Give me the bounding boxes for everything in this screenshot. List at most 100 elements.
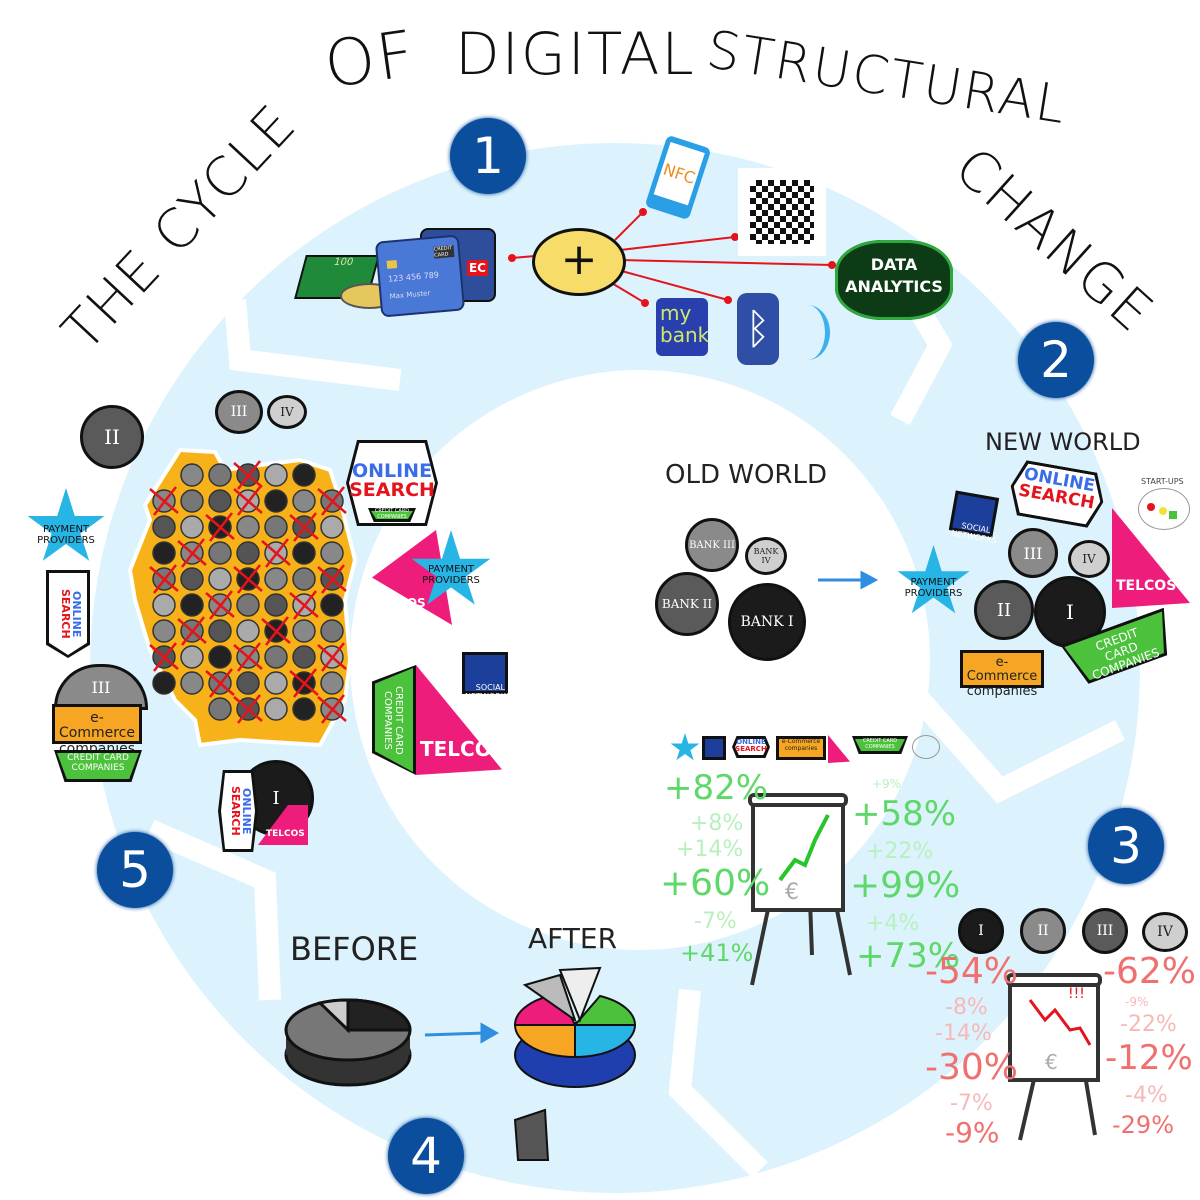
bank-branch-dot xyxy=(208,489,232,513)
closed-branch-cross xyxy=(205,590,235,620)
mybank-bank: bank xyxy=(660,323,710,347)
euro-symbol-decline: € xyxy=(1045,1050,1058,1074)
loss-54: -54% xyxy=(925,951,1019,992)
bank-branch-dot xyxy=(208,697,232,721)
alert-marks: !!! xyxy=(1068,986,1085,1002)
gain-faint-4: +9% xyxy=(872,777,902,791)
bank-branch-dot xyxy=(320,541,344,565)
closed-branch-cross xyxy=(177,538,207,568)
closed-branch-cross xyxy=(149,642,179,672)
bank-branch-dot xyxy=(264,697,288,721)
step-badge-3: 3 xyxy=(1088,808,1164,884)
payment-providers-merged-left: PAYMENT PROVIDERS xyxy=(26,488,106,568)
step-badge-2: 2 xyxy=(1018,322,1094,398)
bank-branch-dot xyxy=(152,515,176,539)
gain-82: +82% xyxy=(664,768,769,808)
bluetooth-icon: ᛒ xyxy=(737,293,779,365)
coin-iii-step5: III xyxy=(215,390,263,434)
loss-faint-3: -7% xyxy=(950,1091,993,1116)
old-world-label: OLD WORLD xyxy=(665,460,827,490)
bank-branch-dot xyxy=(264,463,288,487)
gain-faint-1: +8% xyxy=(690,811,744,836)
bank-branch-dot xyxy=(180,489,204,513)
closed-branch-cross xyxy=(233,694,263,724)
closed-branch-cross xyxy=(149,486,179,516)
bank-branch-dot xyxy=(292,567,316,591)
bank-i-coin: BANK I xyxy=(728,583,806,661)
qr-code-icon xyxy=(738,168,826,256)
loss-faint-4: -9% xyxy=(1125,995,1149,1009)
bank-branch-dot xyxy=(292,463,316,487)
pie-before xyxy=(284,998,412,1087)
cash-note-value: 100 xyxy=(332,257,355,268)
telcos-credit-pyramid: CREDIT CARD COMPANIES TELCOS xyxy=(372,665,506,775)
startups-cluster: START-UPS xyxy=(1138,477,1190,530)
step-badge-4: 4 xyxy=(388,1118,464,1194)
strip-startups xyxy=(912,735,940,759)
loss-9: -9% xyxy=(945,1116,1000,1149)
coin-i-step3: I xyxy=(958,908,1004,954)
bank-branch-dot xyxy=(236,541,260,565)
plus-hub: + xyxy=(532,228,626,296)
closed-branch-cross xyxy=(177,616,207,646)
closed-branch-cross xyxy=(233,642,263,672)
gain-60: +60% xyxy=(660,863,771,904)
bank-branch-dot xyxy=(208,567,232,591)
title-of: OF xyxy=(320,17,421,104)
bank-iii-coin: BANK III xyxy=(685,518,739,572)
before-label: BEFORE xyxy=(290,930,419,968)
closed-branch-cross xyxy=(261,616,291,646)
bank-branch-dot xyxy=(208,645,232,669)
bank-branch-dot xyxy=(320,515,344,539)
coin-iii-step3: III xyxy=(1082,908,1128,954)
closed-branch-cross xyxy=(317,486,347,516)
bank-branch-dot xyxy=(208,463,232,487)
coin-iv-step5: IV xyxy=(267,395,307,429)
strip-telcos xyxy=(828,735,850,763)
loss-29: -29% xyxy=(1112,1111,1175,1139)
closed-branch-cross xyxy=(205,512,235,542)
bank-branch-dot xyxy=(264,671,288,695)
closed-branch-cross xyxy=(289,512,319,542)
closed-branch-cross xyxy=(233,460,263,490)
bank-branch-dot xyxy=(180,567,204,591)
mybank-app-icon: my bank xyxy=(656,298,710,356)
flipchart-decline xyxy=(1006,973,1102,1141)
bank-branch-dot xyxy=(292,697,316,721)
data-analytics-icon: DATA ANALYTICS xyxy=(835,240,953,320)
closed-branch-cross xyxy=(233,486,263,516)
credit-card-merged-left: CREDIT CARD COMPANIES xyxy=(54,750,142,782)
coin-iv-step3: IV xyxy=(1142,912,1188,952)
bank-branch-dot xyxy=(264,645,288,669)
bank-branch-dot xyxy=(180,463,204,487)
bank-branch-dot xyxy=(320,671,344,695)
strip-credit: CREDIT CARD COMPANIES xyxy=(852,736,908,754)
online-search-merged-coin: ONLINESEARCH xyxy=(218,770,258,852)
bank-ii-coin: BANK II xyxy=(655,572,719,636)
flipchart-growth xyxy=(748,793,852,986)
bank-branch-dot xyxy=(236,593,260,617)
credit-card-strip-bottom: CREDIT CARD COMPANIES xyxy=(368,508,416,522)
credit-card-icon: CREDIT CARD 123 456 789 Max Muster xyxy=(374,234,466,318)
card-holder: Max Muster xyxy=(389,289,431,301)
closed-branch-cross xyxy=(289,590,319,620)
telcos-merged-coin: TELCOS xyxy=(258,805,308,845)
closed-branch-cross xyxy=(205,668,235,698)
credit-card-face: CREDIT CARD COMPANIES xyxy=(372,665,416,775)
bank-branch-dot xyxy=(152,671,176,695)
bank-branch-dot xyxy=(152,619,176,643)
bank-branch-dot xyxy=(264,489,288,513)
new-coin-iii: III xyxy=(1008,528,1058,578)
euro-symbol-growth: € xyxy=(785,880,799,905)
mybank-my: my xyxy=(660,301,692,325)
bank-branch-dot xyxy=(236,515,260,539)
title-digital: DIGITAL xyxy=(455,20,696,88)
after-label: AFTER xyxy=(528,922,618,955)
online-search-vertical-left: ONLINESEARCH xyxy=(46,570,90,658)
gain-99: +99% xyxy=(850,865,961,906)
payment-providers-new: PAYMENT PROVIDERS xyxy=(896,545,971,620)
bank-branch-dot xyxy=(264,593,288,617)
